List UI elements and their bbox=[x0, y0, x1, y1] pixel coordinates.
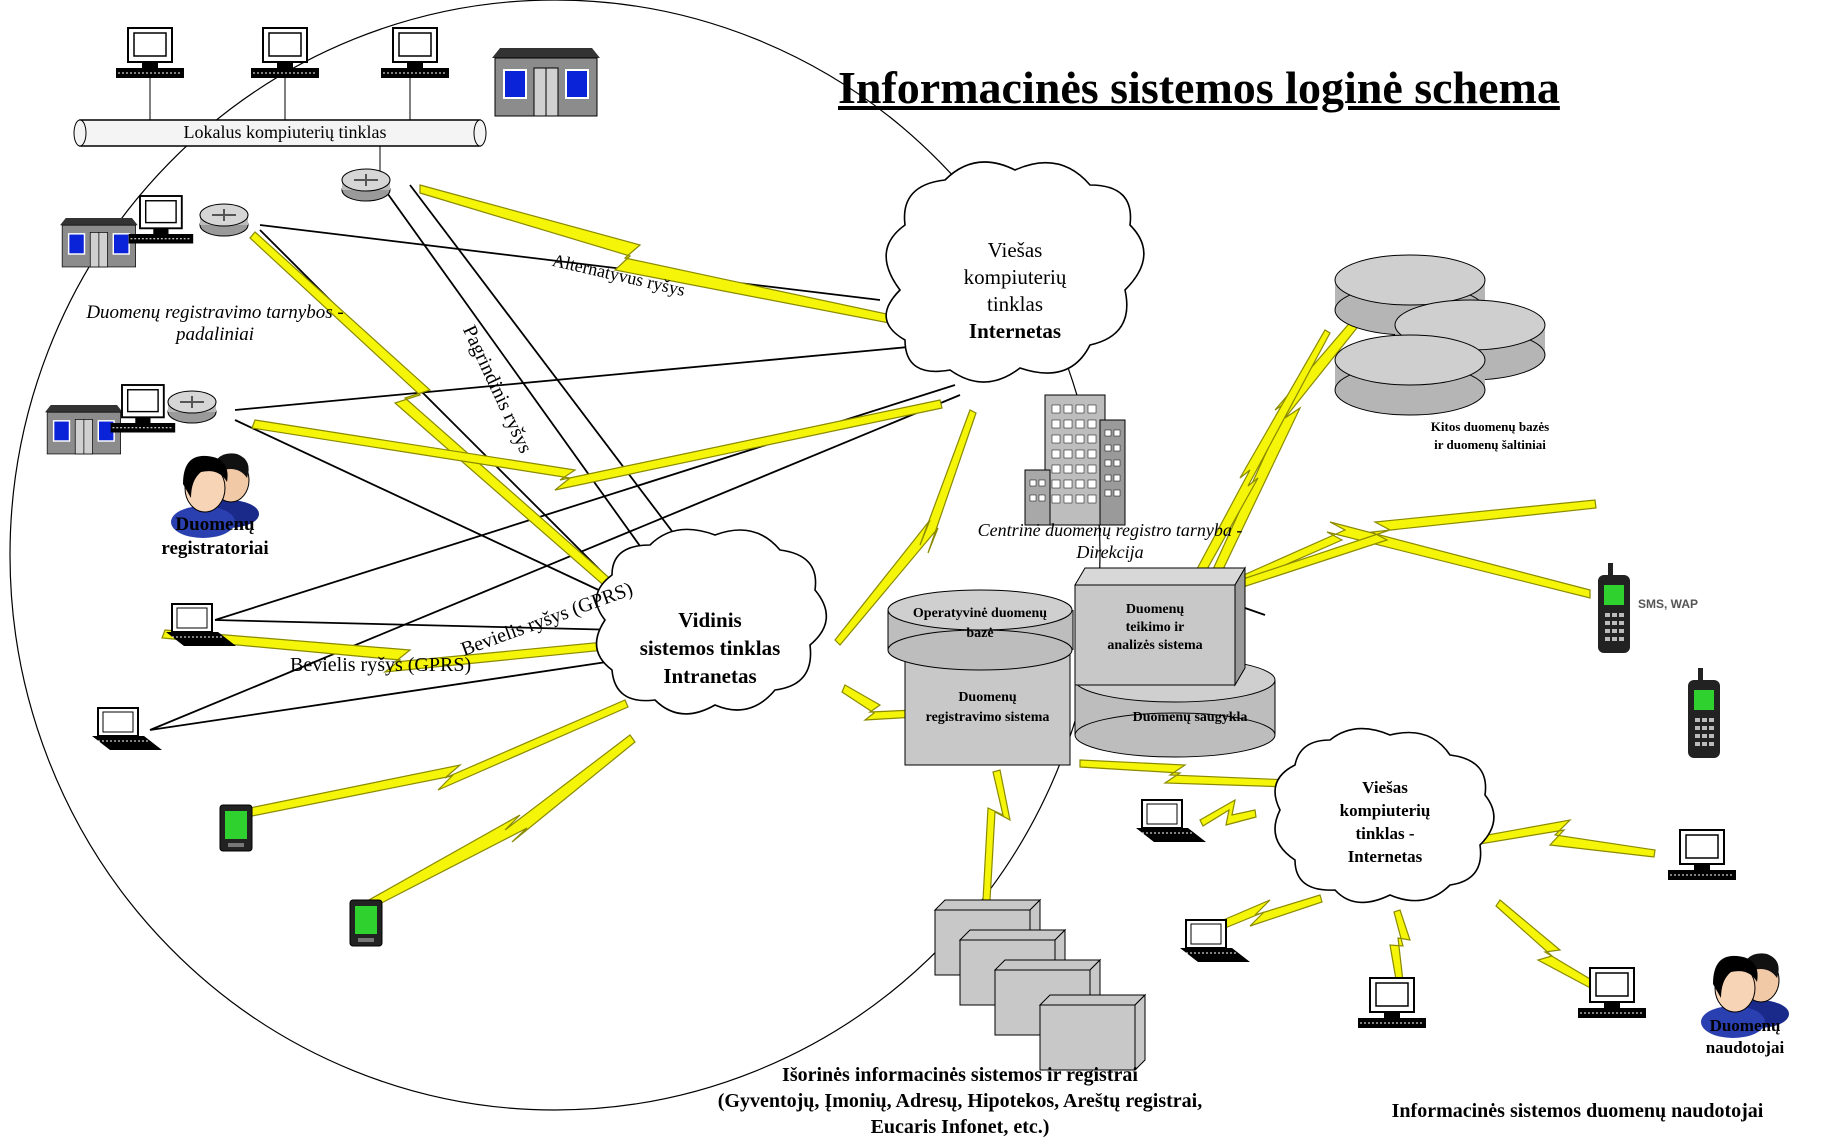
public-net-label-line2: kompiuterių bbox=[963, 265, 1067, 289]
lan-computer-icon bbox=[250, 27, 320, 79]
registration-system-label-line2: registravimo sistema bbox=[925, 710, 1050, 725]
router-icon bbox=[341, 168, 391, 202]
user-computer-icon bbox=[1577, 967, 1647, 1019]
registration-system-label-line1: Duomenų bbox=[958, 690, 1017, 705]
internet-cloud bbox=[885, 161, 1145, 383]
external-systems-label-line3: Eucaris Infonet, etc.) bbox=[870, 1116, 1050, 1138]
public-net2-label-line3: tinklas - bbox=[1355, 824, 1415, 843]
laptop-icon bbox=[165, 603, 237, 647]
data-users-label-line2: naudotojai bbox=[1705, 1038, 1785, 1057]
public-net2-label-line1: Viešas bbox=[1362, 778, 1408, 797]
data-storage-label: Duomenų saugykla bbox=[1132, 710, 1248, 725]
public-net2-label-line4: Internetas bbox=[1347, 847, 1423, 866]
regional-office-2 bbox=[44, 384, 177, 455]
lan-computer-icon bbox=[380, 27, 450, 79]
users-caption-label: Informacinės sistemos duomenų naudotojai bbox=[1391, 1100, 1764, 1122]
public-net-label-line1: Viešas bbox=[987, 238, 1043, 262]
data-users-label-line1: Duomenų bbox=[1709, 1016, 1781, 1035]
lan-pipe bbox=[73, 65, 487, 175]
intranet-label-line1: Vidinis bbox=[678, 608, 742, 632]
laptop-icon bbox=[1179, 919, 1251, 963]
public-net-label-line3: tinklas bbox=[987, 292, 1043, 316]
lan-computer-icon bbox=[115, 27, 185, 79]
mobile-phone-icon bbox=[1598, 563, 1630, 653]
mobile-phone-icon bbox=[1688, 668, 1720, 758]
intranet-cloud bbox=[595, 528, 828, 715]
public-net2-label-line2: kompiuterių bbox=[1339, 801, 1431, 820]
intranet-label-line2: sistemos tinklas bbox=[639, 636, 781, 660]
offices-label-line1: Duomenų registravimo tarnybos - bbox=[86, 302, 344, 323]
external-systems-label-line1: Išorinės informacinės sistemos ir regist… bbox=[782, 1064, 1138, 1086]
router-icon bbox=[167, 390, 217, 424]
lan-label: Lokalus kompiuterių tinklas bbox=[183, 122, 387, 142]
other-databases-label-line2: ir duomenų šaltiniai bbox=[1434, 437, 1546, 452]
other-databases-label-line1: Kitos duomenų bazės bbox=[1430, 419, 1550, 434]
user-computer-icon bbox=[1357, 977, 1427, 1029]
user-computer-icon bbox=[1667, 829, 1737, 881]
analysis-system-label-line3: analizės sistema bbox=[1107, 638, 1203, 653]
operative-database-cylinder bbox=[887, 589, 1074, 671]
external-systems-icon bbox=[933, 898, 1147, 1072]
central-office-label-line1: Centrinė duomenų registro tarnyba - bbox=[977, 520, 1243, 540]
analysis-system-label-line1: Duomenų bbox=[1125, 602, 1185, 617]
system-boundary-ellipse bbox=[9, 0, 1101, 1111]
internet-cloud-users bbox=[1274, 727, 1495, 904]
pda-icon bbox=[219, 804, 253, 852]
offices-label-line2: padaliniai bbox=[175, 324, 255, 345]
other-databases-icon bbox=[1334, 254, 1546, 416]
public-net-label-line4: Internetas bbox=[968, 319, 1062, 343]
intranet-label-line3: Intranetas bbox=[663, 664, 757, 688]
registrars-label-line2: registratoriai bbox=[161, 538, 269, 559]
office-building-icon bbox=[491, 47, 601, 117]
central-office-label-line2: Direkcija bbox=[1076, 542, 1144, 562]
analysis-system-box bbox=[1074, 566, 1246, 687]
registrars-label-line1: Duomenų bbox=[175, 514, 255, 535]
wireless-link-label-2: Bevielis ryšys (GPRS) bbox=[290, 654, 472, 676]
external-systems-label-line2: (Gyventojų, Įmonių, Adresų, Hipotekos, A… bbox=[717, 1090, 1203, 1112]
pda-icon bbox=[349, 899, 383, 947]
regional-office-1 bbox=[59, 195, 195, 268]
operative-db-label-line2: bazė bbox=[966, 626, 994, 641]
central-office-building-icon bbox=[1024, 394, 1126, 526]
router-icon bbox=[199, 203, 249, 237]
operative-db-label-line1: Operatyvinė duomenų bbox=[912, 606, 1048, 621]
analysis-system-label-line2: teikimo ir bbox=[1125, 620, 1185, 635]
diagram-title: Informacinės sistemos loginė schema bbox=[838, 62, 1560, 113]
laptop-icon bbox=[1135, 799, 1207, 843]
sms-wap-label: SMS, WAP bbox=[1638, 597, 1699, 611]
